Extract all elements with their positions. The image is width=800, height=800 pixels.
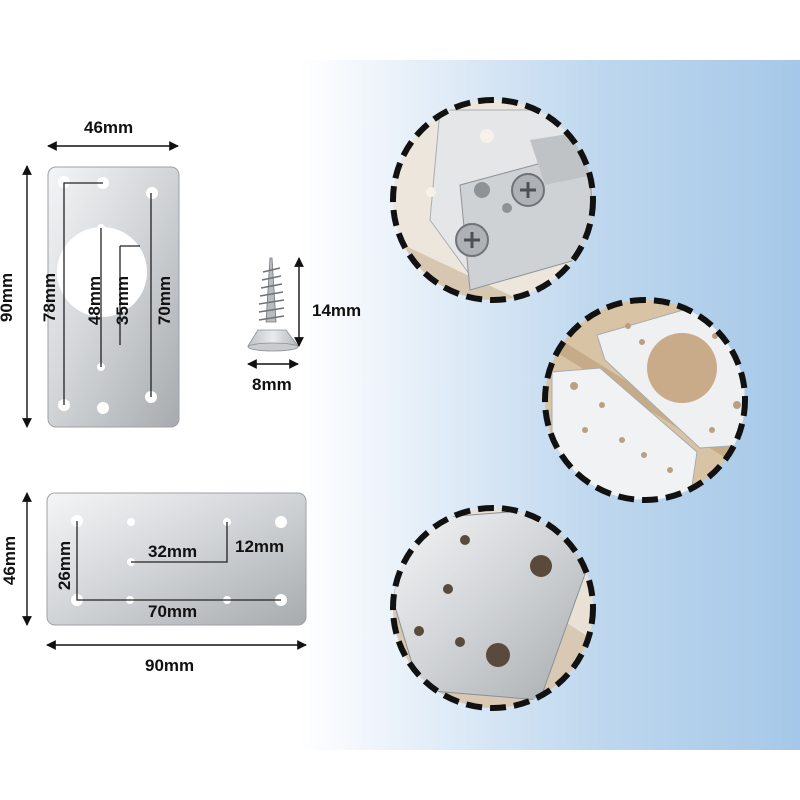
vertical-plate (47, 166, 180, 428)
dim-35mm-label: 35mm (113, 275, 133, 326)
horizontal-plate (46, 492, 307, 626)
height-90mm-label: 90mm (0, 272, 17, 323)
dim-26mm-label: 26mm (55, 540, 75, 591)
width-90mm-label: 90mm (145, 656, 195, 675)
screw-head-label: 8mm (252, 375, 292, 394)
screw-icon (247, 257, 299, 352)
dim-12mm-label: 12mm (235, 537, 285, 556)
width-46mm-label: 46mm (84, 118, 134, 137)
height-46mm-label: 46mm (0, 535, 20, 586)
plates-on-wood-photo (542, 297, 748, 503)
dim-70mm-bottom-label: 70mm (148, 602, 198, 621)
plate-closeup-photo (390, 505, 596, 711)
hinge-repair-photo (390, 97, 596, 303)
dim-32mm-label: 32mm (148, 542, 198, 561)
screw-length-label: 14mm (312, 301, 362, 320)
dim-78mm-label: 78mm (40, 272, 60, 323)
dim-70mm-label: 70mm (155, 275, 175, 326)
dim-48mm-label: 48mm (85, 275, 105, 326)
